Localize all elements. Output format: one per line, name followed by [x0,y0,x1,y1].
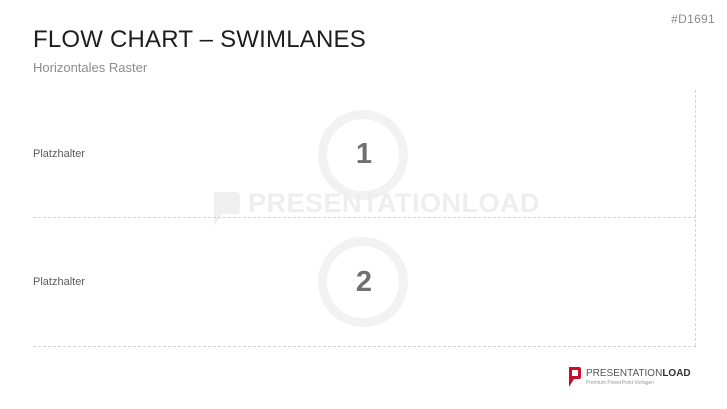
page-title: FLOW CHART – SWIMLANES [33,26,366,53]
brand-tagline: Premium PowerPoint Vorlagen [586,379,655,386]
brand-logo-icon [569,367,581,387]
lane-divider [33,217,696,218]
brand-logo: PRESENTATIONLOAD Premium PowerPoint Vorl… [568,364,691,390]
brand-name-light: PRESENTATION [586,367,663,379]
lane-2-number: 2 [355,266,373,298]
lane-right-border [695,90,696,346]
lane-bottom-border [33,346,696,347]
page-subtitle: Horizontales Raster [33,60,148,75]
watermark-logo-icon [214,192,240,226]
brand-name-bold: LOAD [662,367,691,379]
lane-2-label[interactable]: Platzhalter [33,276,85,288]
brand-name: PRESENTATIONLOAD Premium PowerPoint Vorl… [586,367,691,386]
lane-1-number: 1 [355,138,373,170]
slide-id: #D1691 [671,12,715,26]
watermark-text: PRESENTATIONLOAD [248,188,541,218]
lane-1-label[interactable]: Platzhalter [33,148,85,160]
